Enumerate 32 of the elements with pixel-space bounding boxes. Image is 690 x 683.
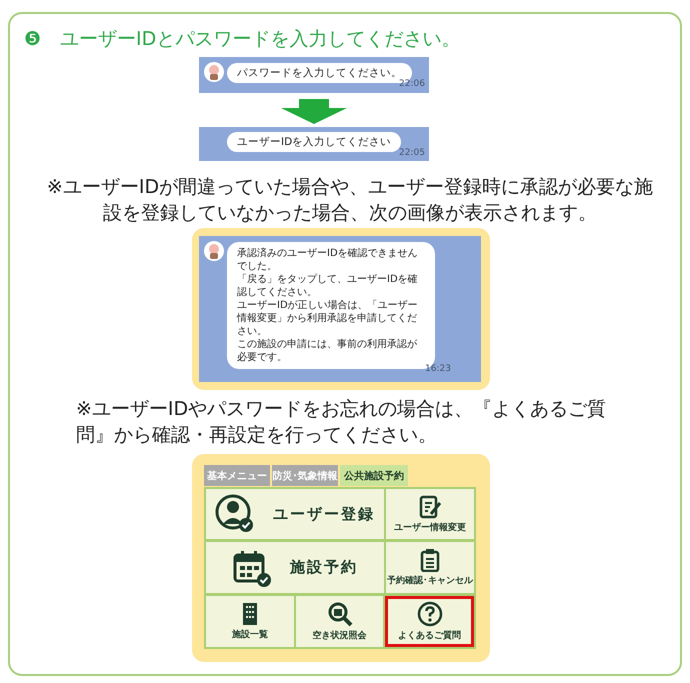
- message-text: この施設の申請には、事前の利用承認が必要です。: [237, 338, 418, 364]
- chat-screen: [199, 236, 481, 382]
- menu-tile: [206, 542, 384, 593]
- menu-tab: 公共施設予約: [340, 465, 408, 486]
- menu-tile: [206, 489, 384, 539]
- timestamp: 16:23: [425, 364, 451, 374]
- timestamp: 22:05: [399, 148, 425, 158]
- menu-tile: [385, 596, 474, 647]
- menu-tile: [386, 542, 474, 593]
- menu-tile: [206, 596, 294, 647]
- tile-label: 予約確認･キャンセル: [387, 574, 473, 587]
- note-text: ※ユーザーIDやパスワードをお忘れの場合は、『よくあるご質問』から確認・再設定を行ってください。: [75, 397, 608, 448]
- menu-tab: 基本メニュー: [204, 465, 270, 486]
- tile-label: 施設予約: [290, 558, 358, 577]
- chat-screen: [199, 57, 429, 93]
- message-text: 「戻る」をタップして、ユーザーIDを確認してください。: [237, 273, 419, 299]
- menu-tile: [386, 489, 474, 539]
- menu-tab: 防災･気象情報: [272, 465, 338, 486]
- message-text: 承認済みのユーザーIDを確認できませんでした。: [237, 247, 419, 273]
- heading: ❺ ユーザーIDとパスワードを入力してください。: [24, 27, 460, 52]
- note-text: ※ユーザーIDが間違っていた場合や、ユーザー登録時に承認が必要な施設を登録していなかった場合、次の画像が表示されます。: [46, 175, 654, 226]
- chat-screen: [199, 127, 429, 161]
- timestamp: 22:06: [399, 79, 425, 89]
- arrow: [281, 99, 347, 124]
- tile-label: 施設一覧: [232, 628, 268, 641]
- tile-label: ユーザー情報変更: [394, 521, 466, 534]
- menu-tile: [296, 596, 383, 647]
- tile-label: 空き状況照会: [312, 629, 366, 642]
- tile-label: ユーザー登録: [273, 504, 375, 524]
- tile-label: よくあるご質問: [398, 629, 461, 642]
- chat-bubble: ユーザーIDを入力してください: [227, 132, 402, 152]
- message-text: ユーザーIDが正しい場合は、「ユーザー情報変更」から利用承認を申請してください。: [237, 299, 419, 338]
